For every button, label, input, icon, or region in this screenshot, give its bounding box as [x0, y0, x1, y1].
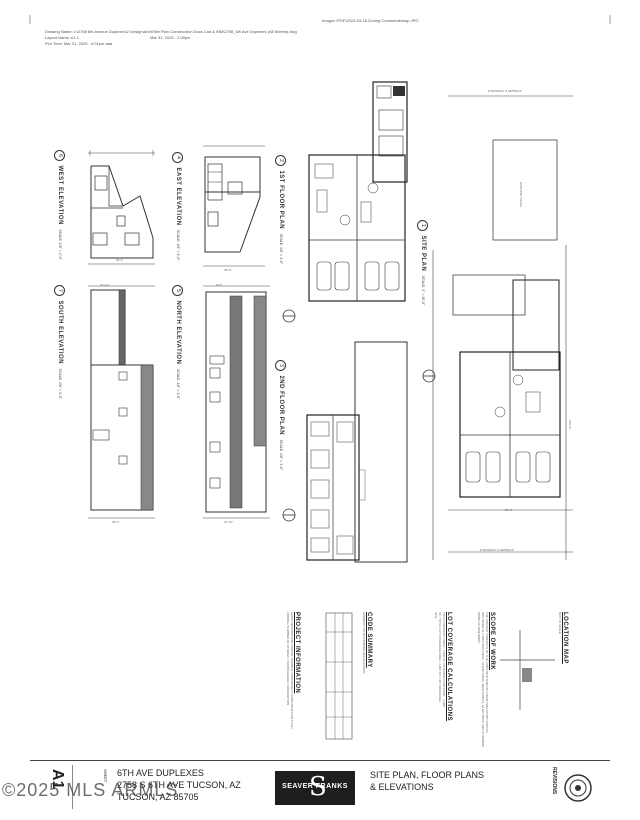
firm-logo: S SEAVER FRANKS [275, 771, 355, 805]
project-address: 6TH AVE DUPLEXES 2758 S 6TH AVE TUCSON, … [117, 767, 241, 803]
site-top-setbacks: 8 SETBACK 8 SETBACK [488, 89, 522, 93]
layout-name: Layout Name: A1.1 [45, 35, 80, 40]
sheet-title: SITE PLAN, FLOOR PLANS & ELEVATIONS [370, 769, 484, 793]
north-arrow-icon [422, 369, 436, 383]
site-plan-label: 1 SITE PLAN SCALE: 1" = 20'-0" [417, 220, 435, 305]
view-number: 1 [417, 220, 428, 231]
project-information-text: LEGAL DESCRIPTION / PARCEL NUMBER / OCCU… [286, 612, 294, 730]
south-elevation-label: 7 SOUTH ELEVATION SCALE: 1/8" = 1'-0" [54, 285, 72, 399]
view-title: 1ST FLOOR PLAN [278, 170, 284, 230]
first-floor-plan-drawing [308, 81, 408, 302]
project-information-title: PROJECT INFORMATION [294, 612, 300, 694]
site-total-width-dim: 50'-0" [505, 508, 513, 512]
north-arrow-icon [282, 508, 296, 522]
north-elevation-drawing [203, 285, 270, 519]
view-title: NORTH ELEVATION [175, 300, 181, 365]
plot-time: Plot Time: Mar 31, 2025 - 4:01pm aaa [45, 41, 113, 46]
scope-of-work-text: THE PROJECT CONSISTS OF THE CONSTRUCTION… [477, 612, 489, 747]
view-scale: SCALE: 1/8" = 1'-0" [279, 439, 283, 471]
view-scale: SCALE: 1/8" = 1'-0" [176, 230, 180, 261]
site-bottom-setbacks: 8 SETBACK 8 SETBACK [480, 548, 514, 552]
location-map-title: LOCATION MAP [562, 612, 568, 664]
existing-trash-label: EXISTING TRASH [519, 182, 523, 207]
location-map-drawing [500, 630, 555, 710]
lot-coverage-text: TOTAL PROPERTY AREA - 7,500 SF / BUILDIN… [434, 612, 446, 707]
view-number: 7 [54, 285, 65, 296]
sheet-number-cell: A1 [42, 765, 73, 809]
project-information-block: PROJECT INFORMATION LEGAL DESCRIPTION / … [286, 612, 300, 742]
west-elevation-drawing [88, 150, 155, 265]
sheet-title-line2: & ELEVATIONS [370, 782, 434, 792]
view-title: SITE PLAN [420, 235, 426, 272]
view-number: 4 [172, 152, 183, 163]
scope-of-work-title: SCOPE OF WORK [489, 612, 495, 671]
north-arrow-icon [282, 309, 296, 323]
south-elevation-width-dim: 26'-1" [112, 520, 120, 524]
south-elevation-top-dim: 31'-10" [100, 283, 110, 287]
view-scale: SCALE: 1/8" = 1'-0" [58, 368, 62, 400]
north-elevation-label: 5 NORTH ELEVATION SCALE: 1/8" = 1'-0" [172, 285, 190, 399]
view-title: 2ND FLOOR PLAN [278, 375, 284, 436]
west-elevation-label: 6 WEST ELEVATION SCALE: 1/8" = 1'-0" [54, 150, 72, 260]
view-scale: SCALE: 1" = 20'-0" [421, 275, 425, 306]
view-number: 3 [275, 360, 286, 371]
second-floor-plan-label: 3 2ND FLOOR PLAN SCALE: 1/8" = 1'-0" [275, 360, 293, 470]
lot-coverage-title: LOT COVERAGE CALCULATIONS [446, 612, 452, 722]
project-name: 6TH AVE DUPLEXES [117, 768, 204, 778]
code-summary-block: CODE SUMMARY SUMMARY OF GOVERNING REGULA… [362, 612, 372, 742]
view-number: 5 [172, 285, 183, 296]
code-summary-table [325, 612, 353, 740]
mls-watermark: ©2025 MLS ARMLS [2, 780, 179, 800]
date-stamp: Mar 31, 2025 - 2:09pm [150, 35, 191, 40]
first-floor-plan-label: 2 1ST FLOOR PLAN SCALE: 1/8" = 1'-0" [275, 155, 293, 264]
project-street: 2758 S 6TH AVE TUCSON, AZ [117, 780, 241, 790]
east-elevation-width-dim: 25'-0" [224, 268, 232, 272]
view-title: SOUTH ELEVATION [57, 300, 63, 365]
north-elevation-width-dim: 31'-10" [224, 520, 234, 524]
seal-icon [564, 774, 592, 802]
location-map-block: LOCATION MAP NOT TO SCALE [558, 612, 568, 664]
code-summary-title: CODE SUMMARY [366, 612, 372, 668]
firm-logo-mark: S [309, 772, 327, 802]
east-elevation-label: 4 EAST ELEVATION SCALE: 1/8" = 1'-0" [172, 152, 190, 261]
view-number: 2 [275, 155, 286, 166]
project-city: TUCSON, AZ 85705 [117, 792, 199, 802]
scope-of-work-block: SCOPE OF WORK THE PROJECT CONSISTS OF TH… [477, 612, 495, 747]
file-reference: Images \PDF\2024-03-18 Zoning Comments\m… [322, 18, 419, 23]
firm-name: SEAVER FRANKS [282, 783, 348, 790]
view-scale: SCALE: 1/8" = 1'-0" [176, 368, 180, 400]
view-scale: SCALE: 1/8" = 1'-0" [58, 229, 62, 260]
view-title: WEST ELEVATION [57, 165, 63, 225]
code-summary-text: SUMMARY OF GOVERNING REGULATIONS [362, 612, 366, 674]
site-depth-dim: 150'-0" [568, 420, 572, 430]
sheet-title-line1: SITE PLAN, FLOOR PLANS [370, 770, 485, 780]
north-elevation-top-dim: 9'-0" [216, 283, 222, 287]
second-floor-plan-drawing [306, 341, 408, 563]
title-block: A1 SHEET 6TH AVE DUPLEXES 2758 S 6TH AVE… [30, 760, 610, 811]
view-scale: SCALE: 1/8" = 1'-0" [279, 233, 283, 265]
view-number: 6 [54, 150, 65, 161]
revisions-label: REVISIONS [551, 767, 557, 795]
view-title: EAST ELEVATION [175, 167, 181, 226]
west-elevation-width-dim: 26'-1" [116, 258, 124, 262]
lot-coverage-block: LOT COVERAGE CALCULATIONS TOTAL PROPERTY… [434, 612, 452, 722]
east-elevation-drawing [203, 145, 265, 267]
south-elevation-drawing [88, 285, 155, 519]
drawing-name: Drawing Name: c:\2758 6th Avenue Duplexe… [45, 29, 297, 34]
site-plan-drawing [432, 95, 573, 560]
